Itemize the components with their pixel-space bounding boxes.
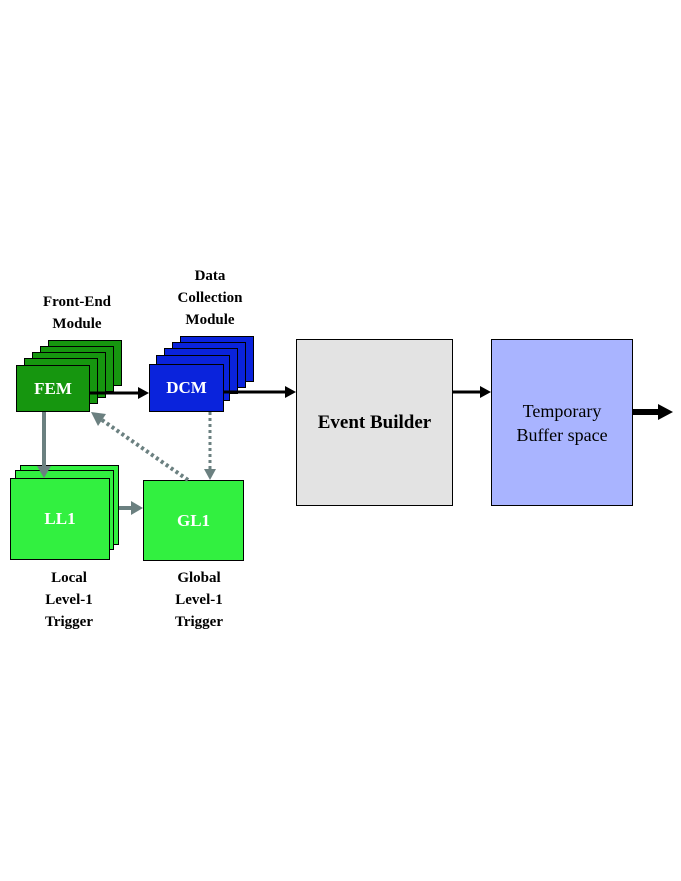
ll1-to-gl1-arrowhead — [131, 501, 143, 515]
global-level1-trigger-label: Global Level-1 Trigger — [174, 570, 224, 630]
gl1-box: GL1 — [143, 480, 244, 561]
dcm-box: DCM — [149, 364, 224, 412]
gl1-to-fem-feedback-arrow — [100, 418, 190, 482]
fem-to-dcm-arrowhead — [138, 387, 149, 399]
dcm-to-gl1-arrowhead — [204, 469, 216, 480]
fem-to-ll1-arrowhead — [37, 466, 51, 478]
event-builder-to-buffer-arrowhead — [480, 386, 491, 398]
output-arrowhead — [658, 404, 673, 420]
data-collection-module-label: Data Collection Module — [177, 268, 243, 328]
ll1-box: LL1 — [10, 478, 110, 560]
dcm-to-event-builder-arrowhead — [285, 386, 296, 398]
temporary-buffer-box: Temporary Buffer space — [491, 339, 633, 506]
gl1-to-fem-feedback-arrowhead — [91, 412, 106, 426]
local-level1-trigger-label: Local Level-1 Trigger — [44, 570, 94, 630]
fem-box: FEM — [16, 365, 90, 412]
front-end-module-label: Front-End Module — [42, 294, 112, 332]
event-builder-box: Event Builder — [296, 339, 453, 506]
